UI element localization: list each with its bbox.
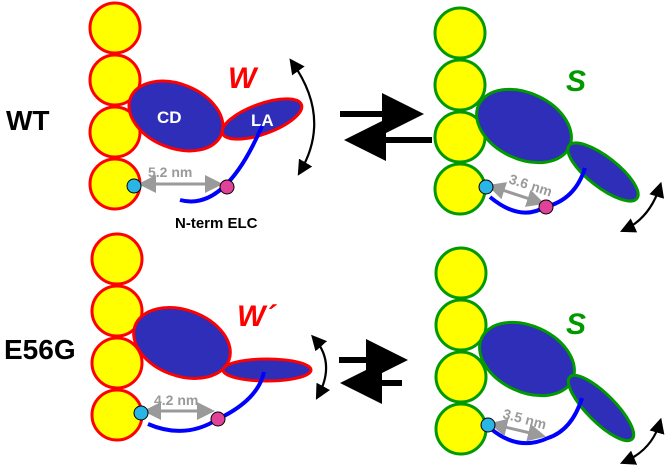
lever-swing-arrow [311, 334, 331, 400]
state-label-weak-prime: W´ [237, 300, 277, 333]
actin-subunit [434, 402, 488, 456]
catalytic-domain [132, 306, 232, 380]
catalytic-domain-label: CD [157, 108, 182, 127]
lever-swing-arrow [619, 417, 665, 465]
actin-subunit [90, 232, 144, 286]
cyan-probe [480, 417, 496, 433]
actin-subunit [434, 298, 488, 352]
state-label-weak: W [228, 62, 259, 95]
lever-swing-arrow [289, 58, 316, 176]
distance-label: 4.2 nm [154, 392, 198, 408]
distance-arrow [487, 182, 545, 207]
equilibrium-arrows-top [340, 93, 432, 161]
lever-arm [221, 357, 313, 383]
state-label-strong: S [566, 308, 586, 341]
distance-label: 5.2 nm [148, 164, 192, 180]
cyan-probe [133, 405, 149, 421]
row-label-wt: WT [6, 105, 50, 136]
actin-subunit [433, 6, 487, 60]
actin-filament [434, 246, 488, 456]
lever-arm [566, 141, 640, 203]
actin-subunit [88, 1, 142, 55]
panel-e56g-weak: 4.2 nm W´ [90, 232, 331, 442]
actin-subunit [88, 53, 142, 107]
panel-wt-weak: CD LA 5.2 nm N-term ELC W [88, 1, 316, 232]
lever-arm [566, 373, 636, 443]
state-label-strong: S [566, 65, 586, 98]
row-label-e56g: E56G [4, 334, 76, 365]
actin-subunit [90, 284, 144, 338]
panel-e56g-strong: 3.5 nm S [434, 246, 665, 465]
actin-subunit [90, 336, 144, 390]
cyan-probe [126, 178, 142, 194]
lever-arm-label: LA [251, 111, 274, 130]
magenta-probe [210, 411, 226, 427]
actin-subunit [433, 162, 487, 216]
actin-filament [433, 6, 487, 216]
actin-subunit [88, 105, 142, 159]
actin-subunit [434, 350, 488, 404]
elc-label: N-term ELC [175, 215, 258, 232]
actin-filament [90, 232, 144, 442]
magenta-probe [538, 199, 554, 215]
magenta-probe [219, 179, 235, 195]
cyan-probe [478, 179, 494, 195]
distance-arrow [489, 418, 546, 442]
lever-swing-arrow [620, 181, 665, 233]
actin-subunit [433, 58, 487, 112]
equilibrium-arrows-bottom [339, 339, 408, 404]
actin-subunit [434, 246, 488, 300]
panel-wt-strong: 3.6 nm S [433, 6, 665, 233]
